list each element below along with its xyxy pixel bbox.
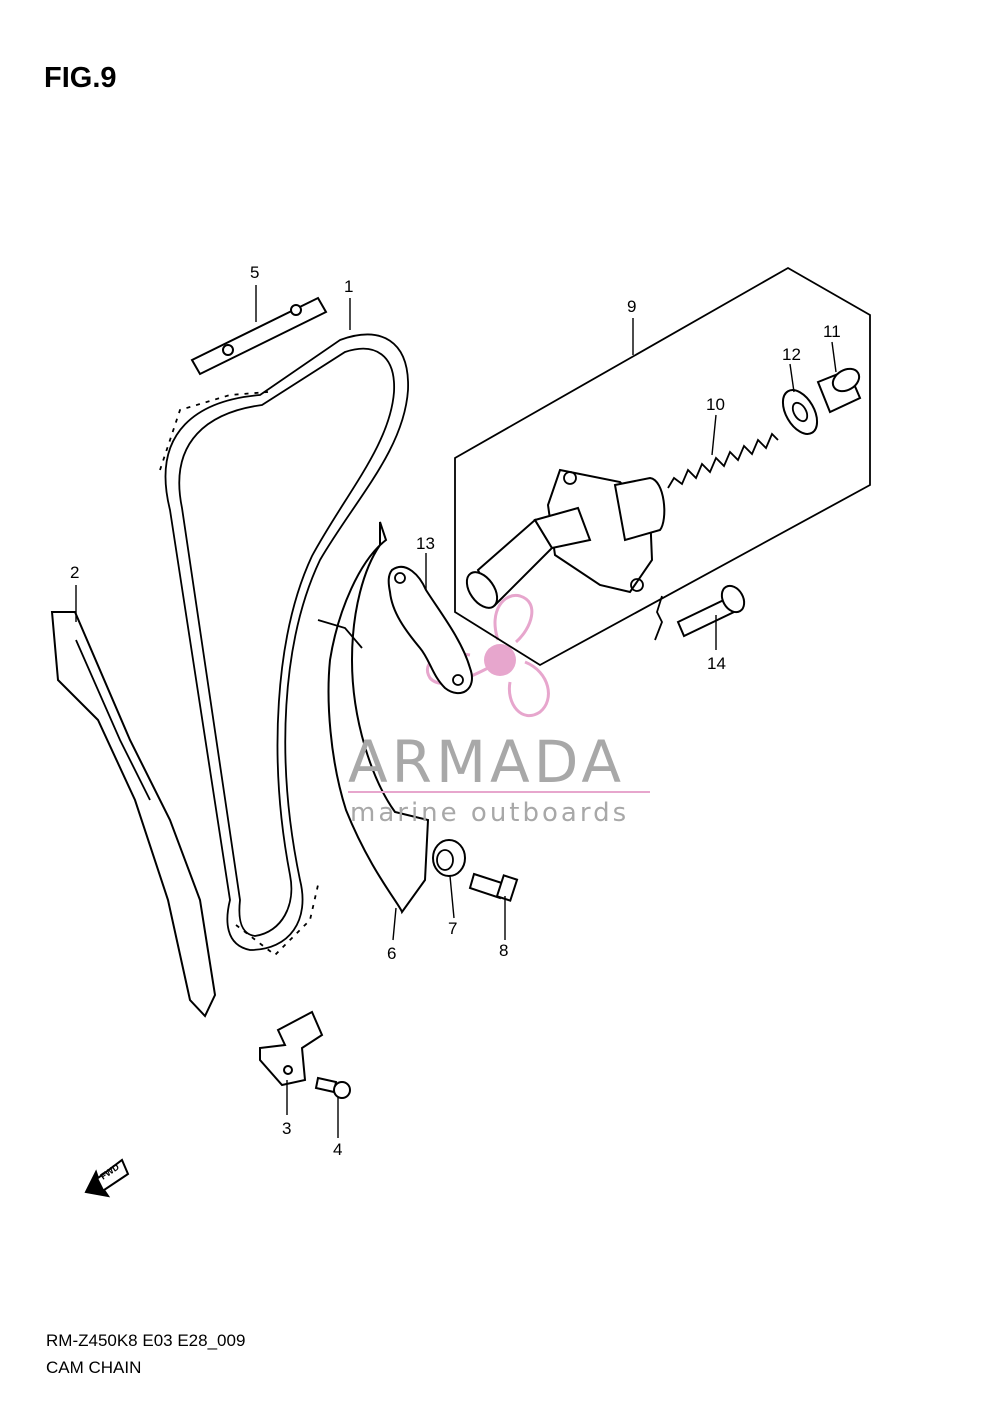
bolt-part-4 [314,1076,351,1099]
callout-5: 5 [250,263,259,282]
callout-2: 2 [70,563,79,582]
guide-bracket-part-3 [259,1010,324,1087]
bolt-part-14 [676,584,746,638]
gasket-part-13 [387,565,473,695]
bushing-part-7 [432,839,466,877]
tensioner-body [465,468,666,609]
callout-12: 12 [782,345,801,364]
callout-8: 8 [499,941,508,960]
callout-10: 10 [706,395,725,414]
bolt-part-8 [468,872,519,902]
watermark-brand: ARMADA [348,728,626,796]
figure-code: RM-Z450K8 E03 E28_009 [46,1331,246,1350]
figure-title: FIG.9 [44,62,117,94]
fwd-arrow: FWD [84,1158,130,1198]
tensioner-assembly-frame-part-9 [454,266,871,667]
callout-4: 4 [333,1140,342,1159]
chain-guide-part-2 [50,611,217,1018]
watermark-tagline: marine outboards [350,798,630,828]
callout-labels: 1 2 3 4 5 6 7 8 9 10 11 12 13 14 [70,263,841,1159]
callout-13: 13 [416,534,435,553]
callout-11: 11 [823,322,841,341]
callout-6: 6 [387,944,396,963]
callout-3: 3 [282,1119,291,1138]
cam-chain-part-1 [159,333,409,957]
callout-14: 14 [707,654,726,673]
leader-lines [75,285,837,1138]
cap-bolt-part-11 [816,367,862,414]
watermark-underline [348,791,650,793]
chain-guide-plate-part-5 [190,296,328,376]
washer-part-12 [781,389,819,435]
tensioner-arm-part-6 [317,521,430,915]
callout-1: 1 [344,277,353,296]
callout-7: 7 [448,919,457,938]
figure-name: CAM CHAIN [46,1358,142,1377]
callout-9: 9 [627,297,636,316]
spring-part-10 [667,432,779,489]
